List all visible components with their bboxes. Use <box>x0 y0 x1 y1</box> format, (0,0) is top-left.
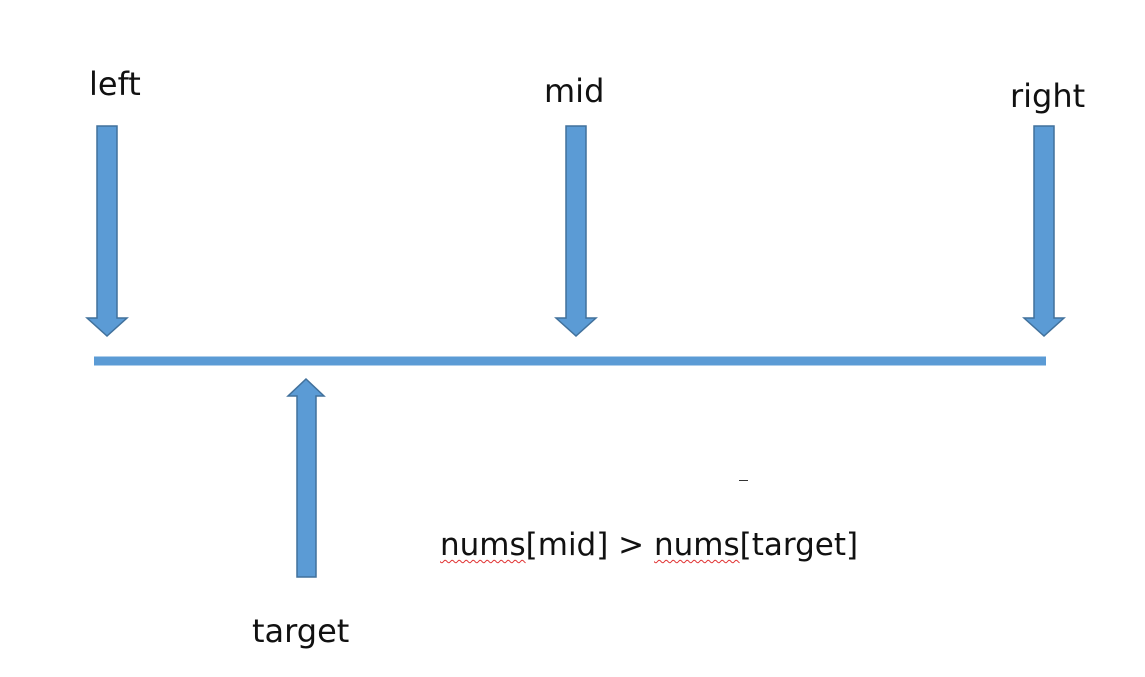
stray-dash-mark <box>739 480 748 481</box>
target-arrow-up-icon <box>286 377 326 578</box>
right-arrow-down-icon <box>1022 125 1066 338</box>
condition-nums-word-2: nums <box>654 527 740 563</box>
condition-target-part: [target] <box>739 527 859 563</box>
left-arrow-down-icon <box>85 125 129 338</box>
mid-label: mid <box>544 72 605 110</box>
target-label: target <box>252 612 350 650</box>
mid-arrow-down-icon <box>554 125 598 338</box>
condition-text: nums[mid] > nums[target] <box>440 530 858 561</box>
left-label: left <box>89 65 141 103</box>
condition-mid-part: [mid] > <box>525 527 655 563</box>
condition-nums-word: nums <box>440 527 526 563</box>
right-label: right <box>1010 77 1086 115</box>
